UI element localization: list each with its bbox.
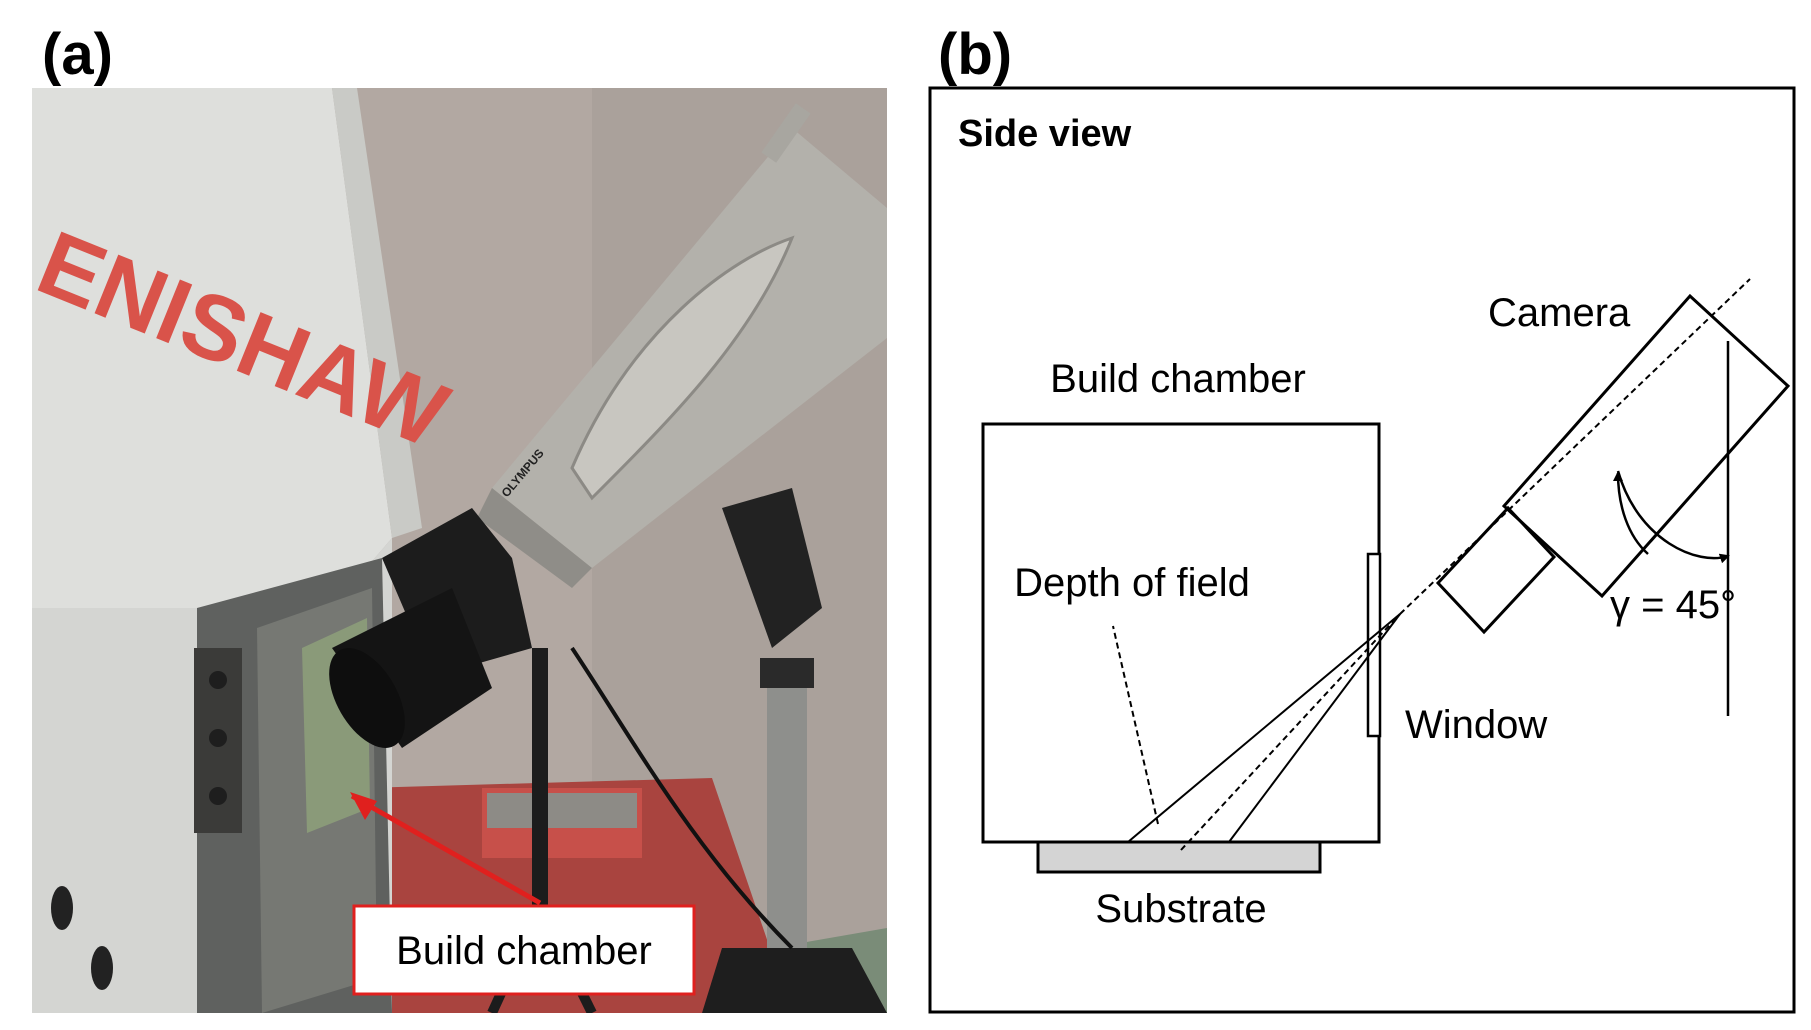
high-speed-camera-front [477,488,592,588]
machine-vent [51,886,73,930]
dslr-lens [332,588,492,748]
build-chamber-label: Build chamber [1050,357,1306,401]
tripod-base [702,948,887,1013]
tripod-column [767,668,807,988]
view-cone-upper [1127,613,1401,843]
hinge-bolt [209,729,227,747]
substrate [1036,840,1322,874]
tripod-head [722,488,822,648]
callout-arrow-line [350,793,542,906]
camera-cable [570,646,794,950]
side-view-schematic: Side view Build chamber Substrate Window… [928,86,1796,1014]
callout-box [352,904,696,996]
machine-vent [91,946,113,990]
substrate-label: Substrate [1095,887,1266,931]
lens-front [329,648,405,748]
camera-handle [761,103,811,163]
machine-upper-panel [32,88,392,608]
window [1366,552,1382,738]
panel-label-b: (b) [938,22,1013,87]
camera-lens [1435,505,1557,635]
hinge-bolt [209,671,227,689]
tripod-leg [532,648,548,948]
hinge-bolt [209,787,227,805]
window-label: Window [1405,703,1547,747]
depth-of-field-label: Depth of field [1014,561,1250,605]
callout-label: Build chamber [396,929,652,973]
angle-label: γ = 45° [1610,583,1736,627]
camera-body [1501,293,1791,599]
view-cone-lower [1228,613,1401,843]
depth-of-field-leader [1112,625,1159,825]
view-title: Side view [958,113,1132,155]
cart-tray [487,793,637,828]
setup-photo: ENISHAW OLYMPUS Build chamber [32,88,887,1013]
view-centerline [1180,613,1401,851]
angle-arc-arrow [1613,471,1649,555]
camera-label: Camera [1488,291,1631,335]
camera-optical-axis [1399,278,1751,615]
tripod-collar [760,658,814,688]
callout-arrowhead [350,792,377,820]
panel-label-a: (a) [42,22,113,87]
machine-edge [332,88,422,538]
camera-grill [570,235,795,501]
angle-arc [1616,470,1730,564]
